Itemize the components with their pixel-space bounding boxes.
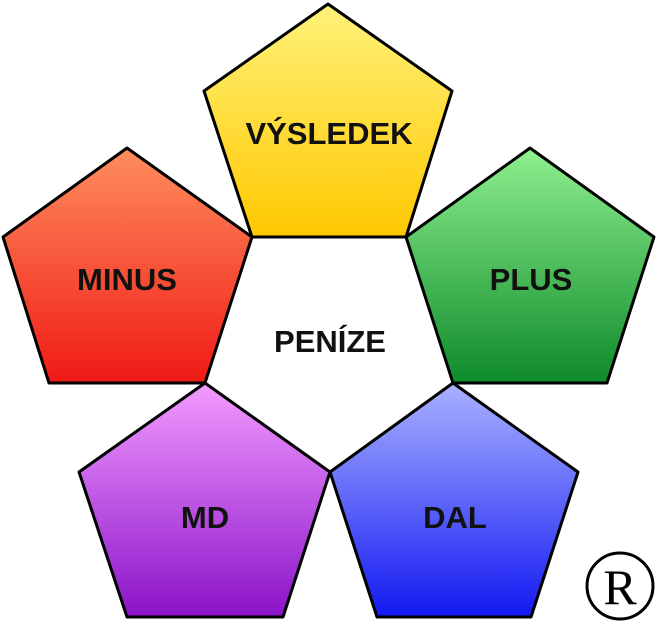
petal-md: MD (77, 381, 332, 619)
center-label: PENÍZE (274, 324, 386, 359)
petal-dal: DAL (328, 381, 580, 619)
petal-plus-shape (404, 146, 656, 385)
petal-plus-label: PLUS (490, 262, 573, 297)
petal-vysledek: VÝSLEDEK (202, 2, 454, 239)
petal-minus: MINUS (1, 146, 254, 385)
petal-dal-shape (328, 381, 580, 619)
petal-vysledek-shape (202, 2, 454, 239)
petal-dal-label: DAL (423, 500, 487, 535)
registered-trademark-icon: R (585, 551, 655, 621)
petal-vysledek-label: VÝSLEDEK (245, 116, 413, 151)
petal-minus-shape (1, 146, 254, 385)
registered-trademark-letter: R (603, 559, 637, 615)
petal-md-shape (77, 381, 332, 619)
petal-minus-label: MINUS (77, 262, 177, 297)
registered-trademark-circle (585, 551, 655, 621)
petal-md-label: MD (181, 500, 229, 535)
petal-plus: PLUS (404, 146, 656, 385)
